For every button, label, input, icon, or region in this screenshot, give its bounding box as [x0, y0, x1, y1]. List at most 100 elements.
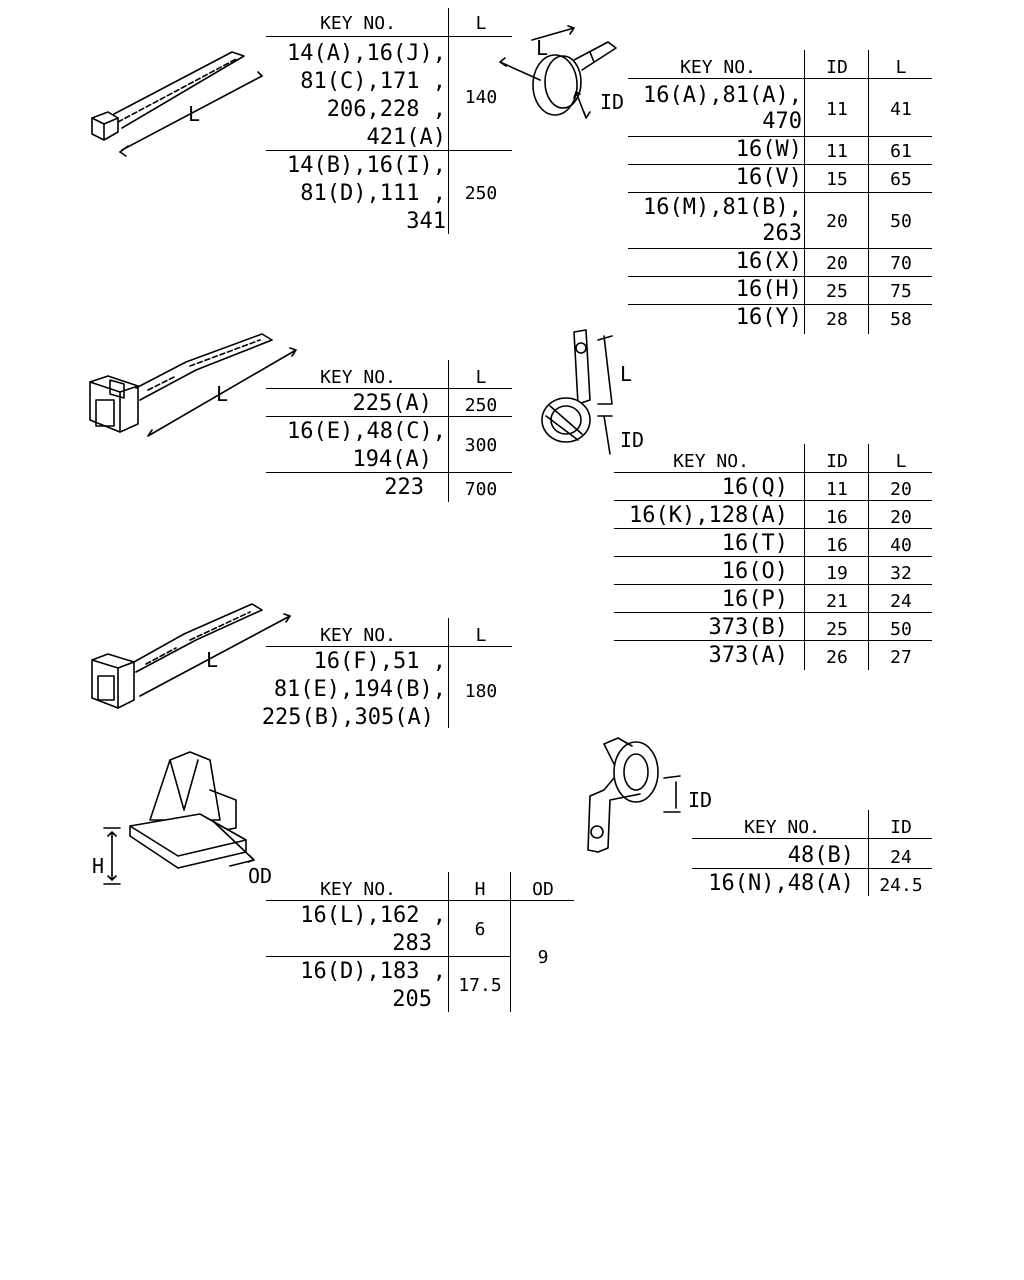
key-cell: 16(L),162 , — [300, 903, 446, 928]
dimension-label-od: OD — [248, 864, 273, 888]
column-header-key-no: KEY NO. — [744, 817, 820, 838]
key-cell: 16(Q) — [721, 475, 788, 500]
key-cell: 373(A) — [708, 643, 788, 668]
key-cell: 16(Y) — [735, 305, 802, 330]
dimension-label-l-5: L — [206, 648, 219, 672]
key-cell: 16(O) — [721, 559, 788, 584]
value-cell-l: 50 — [890, 211, 912, 232]
cable-tie-illustration-2 — [89, 333, 297, 437]
key-cell: 81(D),111 , — [300, 181, 446, 206]
value-cell-id: 11 — [826, 99, 848, 120]
dimension-label-id-3: ID — [688, 788, 713, 812]
value-cell-h: 17.5 — [458, 975, 502, 996]
key-cell: 16(F),51 , — [313, 649, 446, 674]
value-cell-id: 16 — [826, 507, 848, 528]
dimension-label-id-1: ID — [600, 90, 625, 114]
column-header-l: L — [475, 13, 487, 34]
key-cell: 225(A) — [352, 391, 432, 416]
column-header-id: ID — [826, 57, 848, 78]
dimension-label-h: H — [92, 854, 105, 878]
value-cell-l: 75 — [890, 281, 912, 302]
dimension-label-id-2: ID — [620, 428, 645, 452]
key-cell: 81(E),194(B), — [273, 677, 446, 702]
key-cell: 341 — [406, 209, 446, 234]
key-cell: 16(M),81(B), — [643, 195, 802, 220]
column-header-key-no: KEY NO. — [320, 879, 396, 900]
key-cell: 14(A),16(J), — [287, 41, 446, 66]
key-cell: 14(B),16(I), — [287, 153, 446, 178]
value-cell-l: 250 — [464, 183, 498, 204]
column-header-l: L — [475, 625, 487, 646]
key-cell: 283 — [392, 931, 432, 956]
key-cell: 16(N),48(A) — [708, 871, 854, 896]
key-cell: 81(C),171 , — [300, 69, 446, 94]
column-header-key-no: KEY NO. — [680, 57, 756, 78]
column-header-id: ID — [826, 451, 848, 472]
key-cell: 470 — [762, 109, 802, 134]
value-cell-id: 24.5 — [879, 875, 923, 896]
value-cell-id: 15 — [826, 169, 848, 190]
key-cell: 48(B) — [787, 843, 854, 868]
value-cell-l: 58 — [890, 309, 912, 330]
loop-clamp-illustration-1 — [541, 329, 613, 455]
key-cell: 206,228 , — [326, 97, 446, 122]
value-cell-l: 140 — [464, 87, 498, 108]
value-cell-id: 26 — [826, 647, 848, 668]
key-cell: 16(E),48(C), — [287, 419, 446, 444]
round-clamp-illustration-1 — [499, 25, 617, 119]
column-header-od: OD — [532, 879, 554, 900]
value-cell-l: 250 — [464, 395, 498, 416]
dimension-label-l-2: L — [536, 36, 549, 60]
column-header-key-no: KEY NO. — [320, 13, 396, 34]
cable-tie-illustration-1 — [91, 51, 263, 157]
column-header-key-no: KEY NO. — [320, 367, 396, 388]
value-cell-od: 9 — [537, 947, 549, 968]
value-cell-l: 61 — [890, 141, 912, 162]
column-header-l: L — [895, 451, 907, 472]
value-cell-l: 180 — [464, 681, 498, 702]
column-header-key-no: KEY NO. — [673, 451, 749, 472]
value-cell-id: 19 — [826, 563, 848, 584]
value-cell-id: 20 — [826, 253, 848, 274]
value-cell-id: 25 — [826, 619, 848, 640]
value-cell-id: 11 — [826, 141, 848, 162]
value-cell-l: 27 — [890, 647, 912, 668]
key-cell: 16(T) — [721, 531, 788, 556]
column-header-id: ID — [890, 817, 912, 838]
key-cell: 16(K),128(A) — [629, 503, 788, 528]
key-cell: 16(X) — [735, 249, 802, 274]
value-cell-l: 65 — [890, 169, 912, 190]
value-cell-l: 700 — [464, 479, 498, 500]
value-cell-id: 16 — [826, 535, 848, 556]
key-cell: 421(A) — [366, 125, 446, 150]
value-cell-id: 11 — [826, 479, 848, 500]
key-cell: 223 — [384, 475, 424, 500]
key-cell: 16(P) — [721, 587, 788, 612]
value-cell-l: 20 — [890, 479, 912, 500]
key-cell: 16(H) — [735, 277, 802, 302]
value-cell-l: 41 — [890, 99, 912, 120]
value-cell-l: 50 — [890, 619, 912, 640]
dimension-label-l-4: L — [620, 362, 633, 386]
key-cell: 194(A) — [352, 447, 432, 472]
push-clip-illustration — [103, 751, 255, 885]
key-cell: 16(A),81(A), — [643, 83, 802, 108]
key-cell: 16(D),183 , — [300, 959, 446, 984]
value-cell-l: 20 — [890, 507, 912, 528]
value-cell-l: 24 — [890, 591, 912, 612]
key-cell: 373(B) — [708, 615, 788, 640]
dimension-label-l-1: L — [188, 102, 201, 126]
value-cell-id: 28 — [826, 309, 848, 330]
cable-tie-illustration-3 — [91, 603, 291, 709]
column-header-l: L — [895, 57, 907, 78]
value-cell-id: 20 — [826, 211, 848, 232]
dimension-label-l-3: L — [216, 382, 229, 406]
column-header-h: H — [474, 879, 486, 900]
offset-clamp-illustration — [587, 737, 681, 853]
key-cell: 16(W) — [735, 137, 802, 162]
key-cell: 263 — [762, 221, 802, 246]
key-cell: 225(B),305(A) — [261, 705, 434, 730]
key-cell: 205 — [392, 987, 432, 1012]
value-cell-l: 70 — [890, 253, 912, 274]
